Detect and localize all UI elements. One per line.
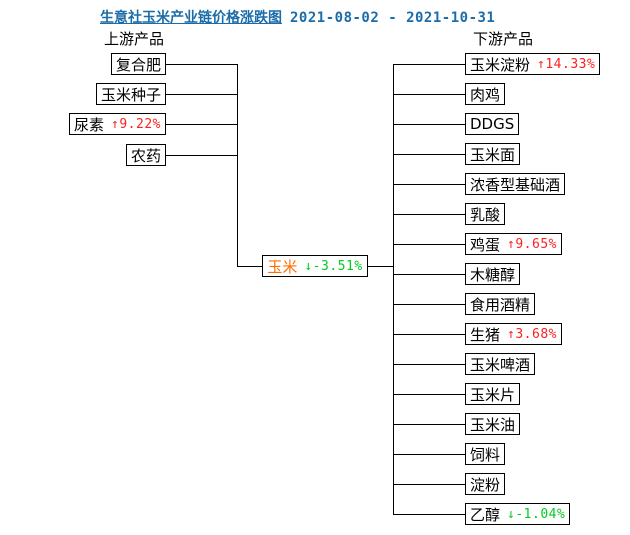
product-box: 生猪 ↑3.68% [465, 323, 562, 345]
product-label: 玉米面 [470, 145, 516, 164]
connector-line [393, 363, 465, 365]
change-value: ↑14.33% [537, 56, 596, 72]
product-box: 肉鸡 [465, 83, 506, 105]
product-box: 农药 [125, 144, 166, 166]
product-box: 饲料 [465, 443, 506, 465]
upstream-node: 复合肥 [0, 53, 237, 75]
product-box: 淀粉 [465, 473, 506, 495]
connector-line [393, 423, 465, 425]
connector-line [393, 453, 465, 455]
product-label: 肉鸡 [470, 85, 501, 104]
product-box: 玉米片 [465, 383, 521, 405]
downstream-node: 鸡蛋 ↑9.65% [393, 233, 562, 255]
upstream-trunk-line [237, 64, 238, 267]
change-value: ↑9.65% [507, 236, 557, 252]
connector-line [393, 333, 465, 335]
title-link[interactable]: 生意社玉米产业链价格涨跌图 [100, 10, 282, 26]
connector-line [166, 154, 237, 156]
connector-line [393, 63, 465, 65]
product-label: 饲料 [470, 445, 501, 464]
product-label: DDGS [470, 115, 515, 133]
product-box: 尿素 ↑9.22% [69, 113, 166, 135]
product-box: DDGS [465, 113, 520, 135]
product-box: 复合肥 [110, 53, 166, 75]
upstream-header: 上游产品 [104, 30, 165, 48]
downstream-node: 饲料 [393, 443, 506, 465]
product-label: 鸡蛋 [470, 235, 501, 254]
product-label: 尿素 [74, 115, 105, 134]
connector-line [393, 273, 465, 275]
product-label: 乙醇 [470, 505, 501, 524]
product-box: 食用酒精 [465, 293, 536, 315]
center-node: 玉米 ↓-3.51% [237, 255, 393, 277]
product-label: 复合肥 [115, 55, 161, 74]
connector-line [166, 63, 237, 65]
downstream-node: DDGS [393, 113, 520, 135]
downstream-node: 肉鸡 [393, 83, 506, 105]
downstream-node: 乙醇 ↓-1.04% [393, 503, 571, 525]
downstream-node: 玉米淀粉 ↑14.33% [393, 53, 601, 75]
downstream-node: 玉米啤酒 [393, 353, 536, 375]
upstream-node: 尿素 ↑9.22% [0, 113, 237, 135]
upstream-node: 农药 [0, 144, 237, 166]
connector-line [166, 93, 237, 95]
downstream-node: 乳酸 [393, 203, 506, 225]
connector-line [393, 243, 465, 245]
product-label: 浓香型基础酒 [470, 175, 561, 194]
connector-line [393, 513, 465, 515]
connector-line [393, 213, 465, 215]
product-label: 乳酸 [470, 205, 501, 224]
connector-line [393, 483, 465, 485]
downstream-node: 食用酒精 [393, 293, 536, 315]
product-box: 乙醇 ↓-1.04% [465, 503, 571, 525]
connector-line [393, 183, 465, 185]
upstream-node: 玉米种子 [0, 83, 237, 105]
downstream-node: 玉米片 [393, 383, 521, 405]
downstream-node: 生猪 ↑3.68% [393, 323, 562, 345]
title-date-range: 2021-08-02 - 2021-10-31 [290, 10, 496, 26]
product-box: 鸡蛋 ↑9.65% [465, 233, 562, 255]
change-value: ↑3.68% [507, 326, 557, 342]
downstream-node: 淀粉 [393, 473, 506, 495]
connector-line [393, 393, 465, 395]
change-value: ↓-1.04% [507, 506, 566, 522]
downstream-trunk-line [393, 64, 394, 515]
product-box: 玉米种子 [95, 83, 166, 105]
connector-line [367, 265, 393, 267]
connector-line [393, 123, 465, 125]
connector-line [237, 265, 263, 267]
product-box: 乳酸 [465, 203, 506, 225]
change-value: ↑9.22% [111, 116, 161, 132]
downstream-node: 玉米面 [393, 143, 521, 165]
downstream-node: 玉米油 [393, 413, 521, 435]
product-box: 玉米啤酒 [465, 353, 536, 375]
product-box: 玉米淀粉 ↑14.33% [465, 53, 601, 75]
product-label: 农药 [130, 146, 161, 165]
product-label: 玉米种子 [100, 85, 161, 104]
product-label: 玉米淀粉 [470, 55, 531, 74]
product-box: 玉米面 [465, 143, 521, 165]
product-box: 浓香型基础酒 [465, 173, 566, 195]
product-label: 生猪 [470, 325, 501, 344]
product-box: 玉米油 [465, 413, 521, 435]
downstream-node: 浓香型基础酒 [393, 173, 566, 195]
downstream-node: 木糖醇 [393, 263, 521, 285]
connector-line [166, 123, 237, 125]
product-label: 玉米啤酒 [470, 355, 531, 374]
product-box: 木糖醇 [465, 263, 521, 285]
connector-line [393, 153, 465, 155]
product-label: 食用酒精 [470, 295, 531, 314]
product-label: 木糖醇 [470, 265, 516, 284]
product-label: 玉米片 [470, 385, 516, 404]
change-value: ↓-3.51% [304, 258, 363, 274]
connector-line [393, 303, 465, 305]
connector-line [393, 93, 465, 95]
corn-box: 玉米 ↓-3.51% [262, 255, 368, 277]
product-label: 玉米 [267, 257, 298, 276]
product-label: 玉米油 [470, 415, 516, 434]
downstream-header: 下游产品 [473, 30, 534, 48]
product-label: 淀粉 [470, 475, 501, 494]
page-title: 生意社玉米产业链价格涨跌图 2021-08-02 - 2021-10-31 [100, 7, 495, 27]
